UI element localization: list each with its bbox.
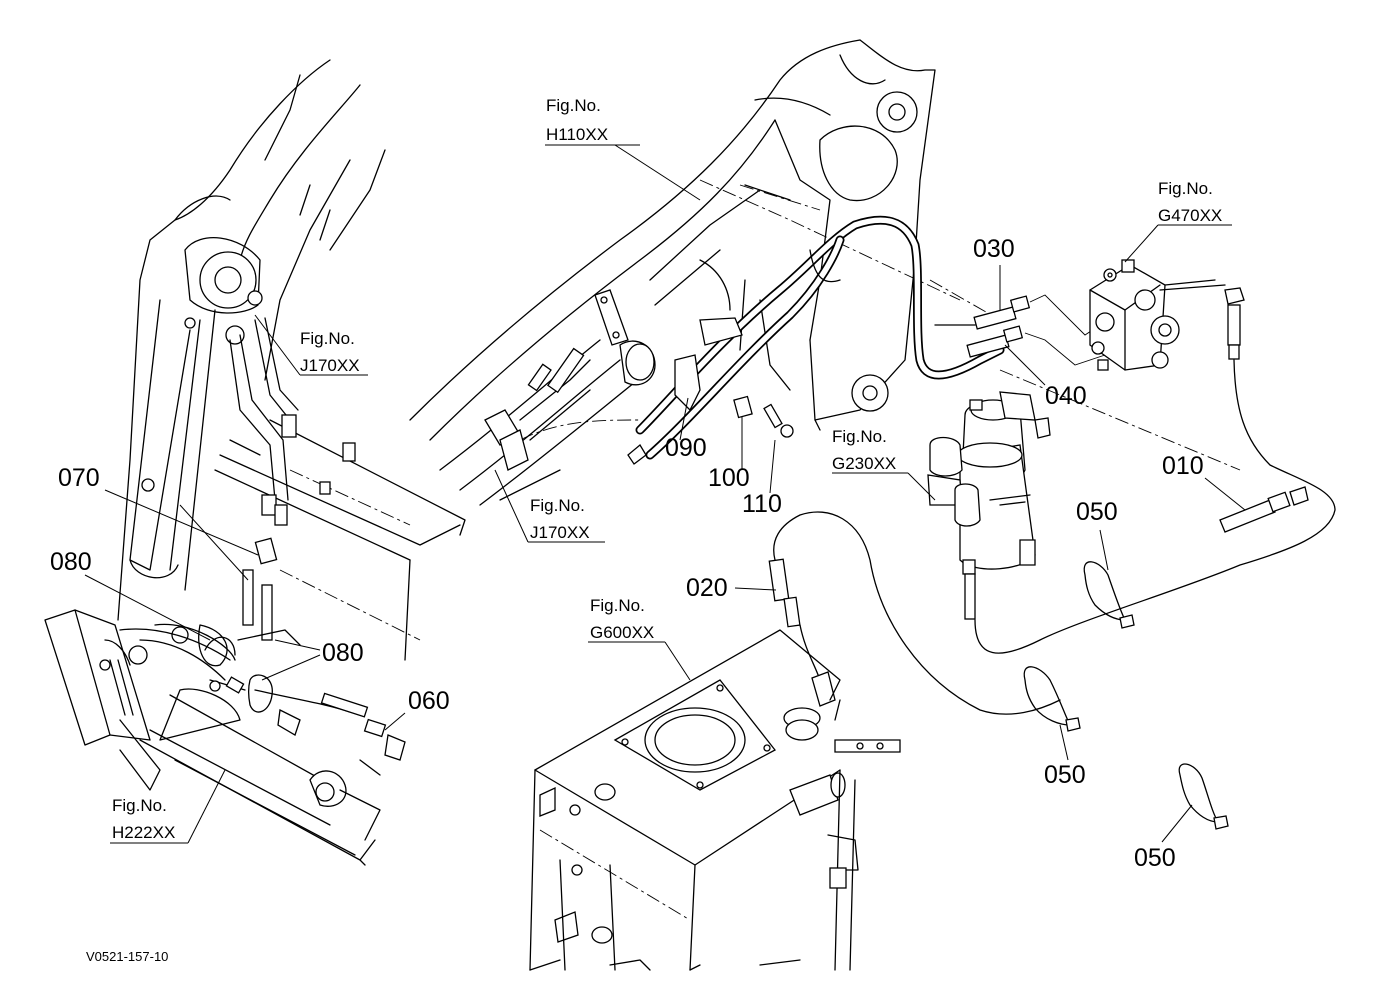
leader-lines (84, 144, 1246, 844)
fig-label-h110: Fig.No. (546, 96, 601, 115)
part-060: 060 (408, 687, 450, 715)
fig-ref-g230: G230XX (832, 454, 896, 473)
part-080-left: 080 (50, 548, 92, 576)
valve-block (1089, 259, 1226, 371)
fig-ref-j170-left: J170XX (300, 356, 360, 375)
center-boom (409, 39, 1005, 506)
part-020: 020 (686, 574, 728, 602)
part-040: 040 (1045, 382, 1087, 410)
fig-ref-g470: G470XX (1158, 206, 1222, 225)
fig-ref-h222: H222XX (112, 823, 175, 842)
fig-label-j170-center: Fig.No. (530, 496, 585, 515)
right-assembly (768, 259, 1336, 830)
hydraulic-tank (529, 629, 901, 971)
fig-label-h222: Fig.No. (112, 796, 167, 815)
part-050-upper: 050 (1076, 498, 1118, 526)
fig-ref-j170-center: J170XX (530, 523, 590, 542)
part-110: 110 (742, 490, 782, 518)
part-100: 100 (708, 464, 750, 492)
fig-ref-h110: H110XX (546, 125, 608, 144)
fig-label-g230: Fig.No. (832, 427, 887, 446)
part-numbers: 010 020 030 040 050 050 050 060 070 080 … (50, 235, 1204, 872)
fig-label-g600: Fig.No. (590, 596, 645, 615)
part-050-middle: 050 (1044, 761, 1086, 789)
figure-references: Fig.No. H110XX Fig.No. J170XX Fig.No. J1… (112, 96, 1222, 842)
part-090: 090 (665, 434, 707, 462)
part-010: 010 (1162, 452, 1204, 480)
drawing-code: V0521-157-10 (86, 949, 168, 964)
fig-label-g470: Fig.No. (1158, 179, 1213, 198)
left-boom-assembly (44, 59, 466, 866)
part-050-lower: 050 (1134, 844, 1176, 872)
fig-ref-g600: G600XX (590, 623, 654, 642)
filter-assembly (927, 391, 1051, 620)
part-030: 030 (973, 235, 1015, 263)
part-070: 070 (58, 464, 100, 492)
fig-label-j170-left: Fig.No. (300, 329, 355, 348)
part-080-right: 080 (322, 639, 364, 667)
